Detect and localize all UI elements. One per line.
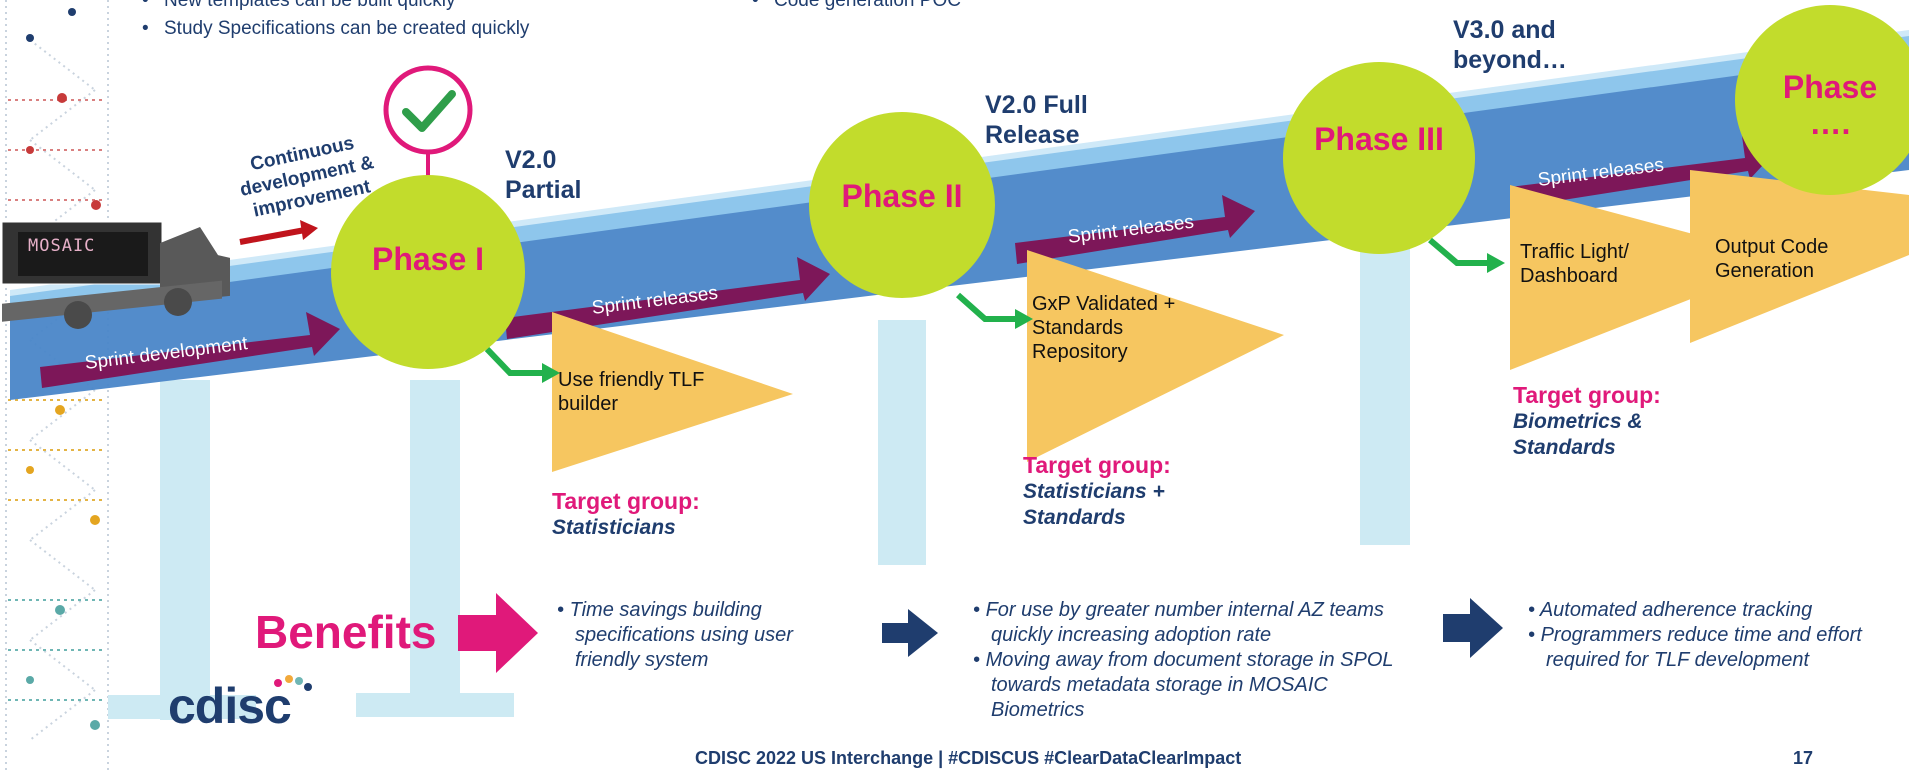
benefit-item: Automated adherence tracking [1528, 598, 1898, 623]
target-group-value: Statisticians [552, 516, 676, 539]
pillar-base [356, 693, 514, 717]
page-number: 17 [1793, 748, 1814, 768]
version-label: V2.0 Full Release [985, 91, 1088, 149]
benefit-column: For use by greater number internal AZ te… [973, 598, 1418, 723]
target-group: Target group: Biometrics & Standards [1513, 382, 1733, 461]
arrow-right-icon [1443, 598, 1503, 658]
target-group-value: Biometrics & Standards [1513, 410, 1643, 459]
benefit-arrows [458, 593, 1503, 673]
check-icon [402, 90, 456, 132]
pillar [878, 320, 926, 565]
benefit-item: Moving away from document storage in SPO… [973, 648, 1418, 723]
benefit-item: Time savings building specifications usi… [557, 598, 847, 673]
pillar [1360, 240, 1410, 545]
benefits-title: Benefits [255, 606, 437, 658]
phase-circles [331, 5, 1909, 369]
red-arrow [239, 220, 318, 245]
target-group: Target group: Statisticians [552, 488, 772, 541]
bullet-item: New templates can be built quickly [142, 0, 529, 15]
feature-label: Traffic Light/ Dashboard [1520, 241, 1629, 287]
target-group-value: Statisticians + Standards [1023, 480, 1165, 529]
pillar [410, 380, 460, 700]
feature-label: Use friendly TLF builder [558, 369, 705, 415]
target-group-title: Target group: [1513, 382, 1661, 408]
top-bullets-mid: Code generation POC [752, 0, 961, 15]
phase-circle [1735, 5, 1909, 195]
phase-label: Phase II [841, 178, 963, 214]
benefits-arrow-icon [458, 593, 538, 673]
truck-brand: MOSAIC [28, 236, 96, 256]
benefit-item: Programmers reduce time and effort requi… [1528, 623, 1898, 673]
phase-label: Phase …. [1782, 69, 1878, 141]
sprint-arrows [40, 136, 1775, 388]
target-group: Target group: Statisticians + Standards [1023, 452, 1243, 531]
truck [1, 221, 230, 329]
target-group-title: Target group: [1023, 452, 1171, 478]
top-bullets-left: New templates can be built quickly Study… [142, 0, 529, 43]
cdisc-logo-dots [274, 675, 312, 691]
feature-flags [552, 170, 1909, 472]
phase-circle [1283, 62, 1475, 254]
feature-label: Output Code Generation [1715, 236, 1829, 282]
target-group-title: Target group: [552, 488, 700, 514]
check-badge [383, 65, 473, 205]
cdisc-logo: cdisc [168, 678, 292, 734]
phase-circle [331, 175, 525, 369]
version-label: V3.0 and beyond… [1453, 16, 1567, 74]
phase-label: Phase III [1314, 121, 1444, 157]
bullet-item: Code generation POC [752, 0, 961, 15]
benefit-column: Automated adherence tracking Programmers… [1528, 598, 1898, 673]
version-label: V2.0 Partial [505, 146, 582, 204]
green-arrows [484, 237, 1490, 376]
phase-label: Phase I [371, 241, 485, 277]
arrow-right-icon [882, 609, 938, 657]
pillar-base [108, 695, 256, 719]
road-pillars [108, 240, 1410, 720]
benefit-item: For use by greater number internal AZ te… [973, 598, 1418, 648]
feature-label: GxP Validated + Standards Repository [1032, 293, 1176, 363]
phase-circle [809, 112, 995, 298]
footer-text: CDISC 2022 US Interchange | #CDISCUS #Cl… [695, 748, 1242, 768]
pillar [160, 380, 210, 720]
benefit-column: Time savings building specifications usi… [557, 598, 847, 673]
bullet-item: Study Specifications can be created quic… [142, 15, 529, 43]
